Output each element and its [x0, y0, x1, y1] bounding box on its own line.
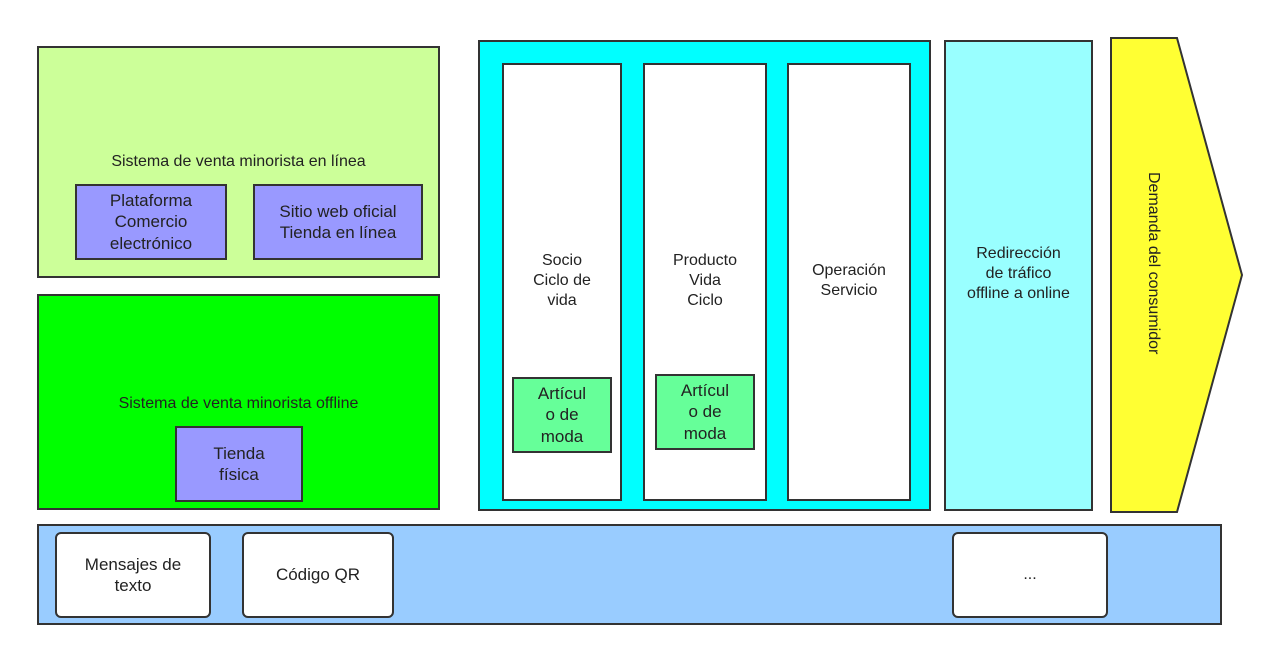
traffic-redirect-panel: Redirección de tráfico offline a online [944, 40, 1093, 511]
product-lifecycle-column: Producto Vida Ciclo Artícul o de moda [643, 63, 767, 501]
partner-lifecycle-label: Socio Ciclo de vida [533, 252, 591, 309]
traffic-redirect-label: Redirección de tráfico offline a online [967, 245, 1070, 302]
ecommerce-platform-box: Plataforma Comercio electrónico [75, 184, 227, 260]
product-fashion-item-box: Artícul o de moda [655, 374, 755, 450]
sms-box: Mensajes de texto [55, 532, 211, 618]
lifecycle-container: Socio Ciclo de vida Artícul o de moda Pr… [478, 40, 931, 511]
offline-retail-title: Sistema de venta minorista offline [118, 395, 359, 412]
operation-service-column: Operación Servicio [787, 63, 911, 501]
official-website-box: Sitio web oficial Tienda en línea [253, 184, 423, 260]
operation-service-label: Operación Servicio [812, 262, 886, 299]
qr-code-box: Código QR [242, 532, 394, 618]
consumer-demand-arrow [1110, 37, 1244, 513]
product-lifecycle-label: Producto Vida Ciclo [672, 252, 738, 309]
offline-retail-panel: Sistema de venta minorista offline Tiend… [37, 294, 440, 510]
online-retail-title: Sistema de venta minorista en línea [111, 153, 366, 170]
consumer-demand-label: Demanda del consumidor [1145, 172, 1162, 355]
physical-store-box: Tienda física [175, 426, 303, 502]
partner-fashion-item-box: Artícul o de moda [512, 377, 612, 453]
online-retail-panel: Sistema de venta minorista en línea Plat… [37, 46, 440, 278]
channel-bar: Mensajes de texto Código QR ... [37, 524, 1222, 625]
partner-lifecycle-column: Socio Ciclo de vida Artícul o de moda [502, 63, 622, 501]
more-channels-box: ... [952, 532, 1108, 618]
